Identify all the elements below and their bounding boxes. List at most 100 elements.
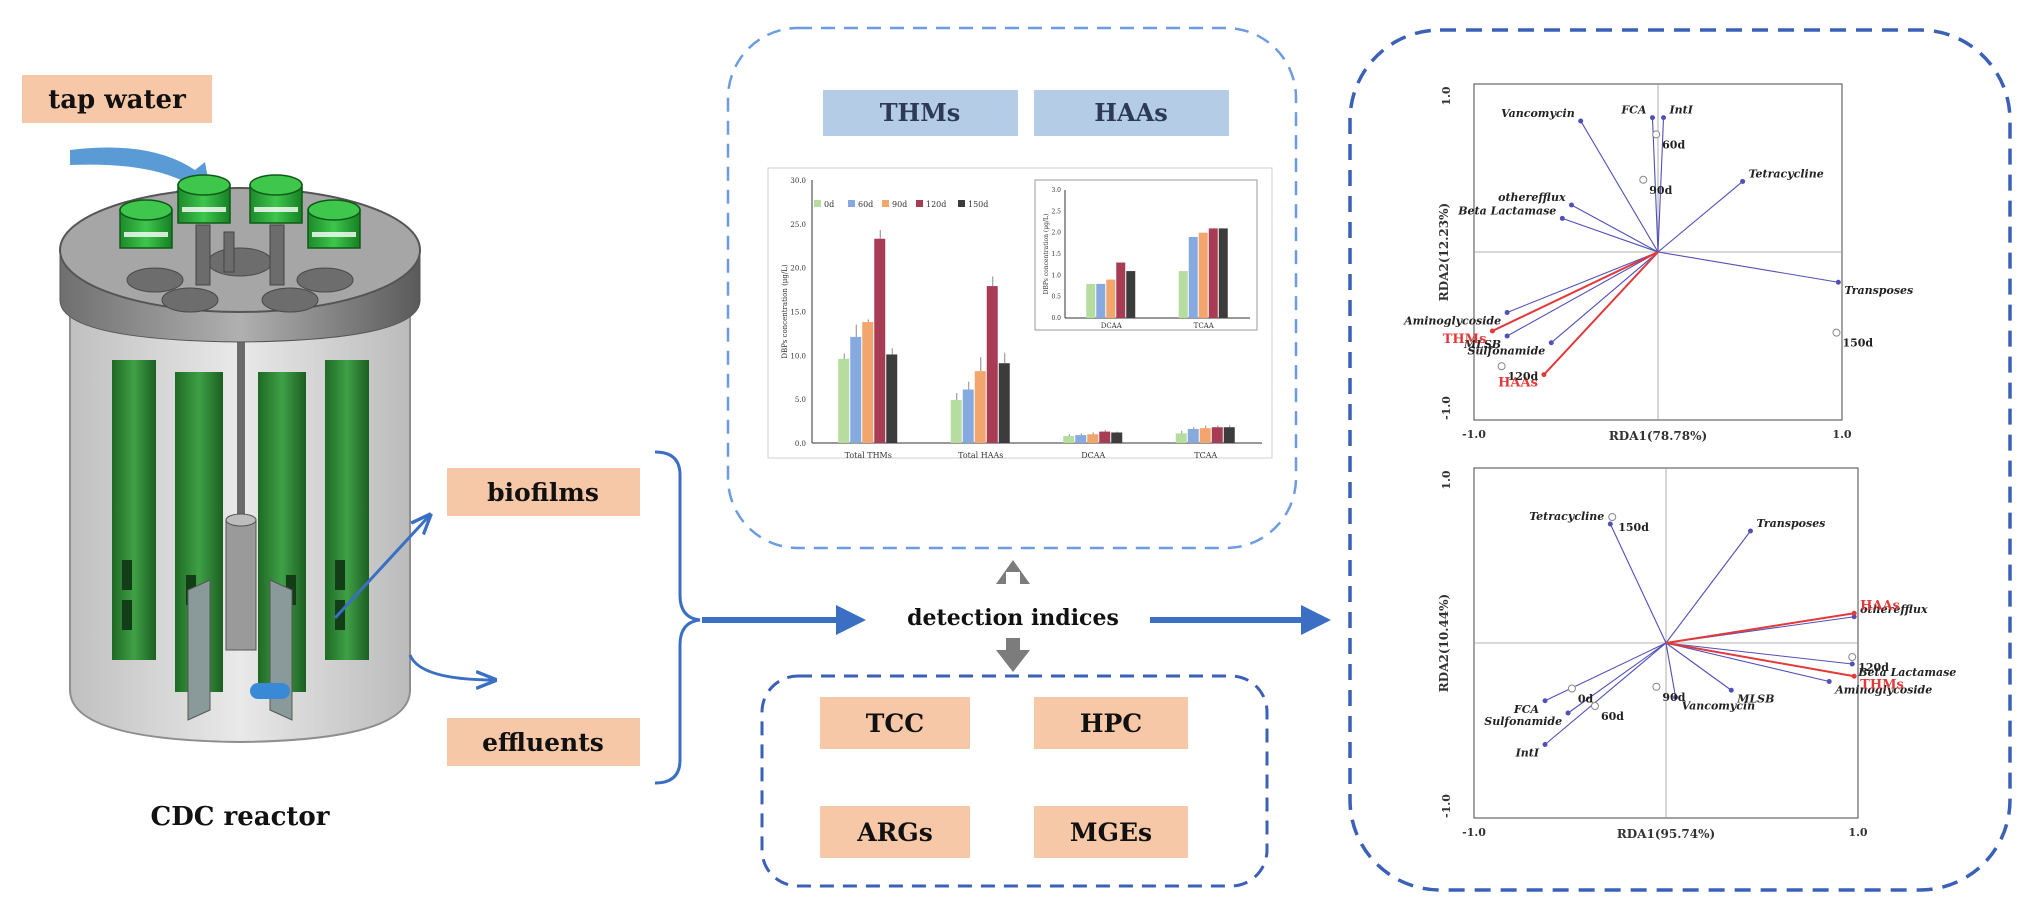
rda-x-axis-label: RDA1(78.78%): [1609, 429, 1707, 443]
bar: [1111, 432, 1123, 443]
rda-vector-label: Tetracycline: [1529, 510, 1604, 523]
inset-y-tick: 1.5: [1051, 251, 1061, 258]
rda-vector: [1543, 251, 1659, 376]
rda-vector-label: Sulfonamide: [1467, 345, 1545, 358]
legend-swatch: [958, 200, 965, 207]
rda-vector: [1665, 642, 1677, 698]
rda-vector: [1651, 117, 1659, 253]
rda-vector-label: Beta Lactamase: [1857, 666, 1956, 679]
up-arrow: [996, 560, 1030, 584]
bar: [1087, 434, 1099, 443]
rda-vector-tip: [1565, 710, 1571, 716]
bar: [850, 336, 862, 443]
biofilms-label: biofilms: [487, 478, 599, 507]
legend-label: 150d: [968, 200, 988, 209]
rda-vector-tip: [1826, 679, 1832, 684]
rda-vector: [1571, 204, 1659, 253]
rda-vector-tip: [1649, 115, 1655, 121]
rda-vector: [1665, 642, 1830, 683]
rda-x-tick: -1.0: [1462, 428, 1486, 441]
rda-vector-tip: [1504, 333, 1510, 339]
rda-sample-label: 150d: [1618, 521, 1649, 534]
rda-vector-tip: [1504, 309, 1510, 315]
rda-vector-tip: [1851, 610, 1857, 616]
args-box: [820, 806, 970, 858]
bar: [874, 238, 886, 443]
rda-vector: [1562, 217, 1659, 253]
rda-vector: [1665, 530, 1751, 644]
rda-y-tick: -1.0: [1440, 794, 1453, 818]
rda-vector-tip: [1578, 118, 1584, 124]
rda-vector-tip: [1673, 694, 1679, 700]
inset-bar: [1096, 283, 1106, 318]
rda-vector-tip: [1542, 742, 1548, 747]
rda-vector-tip: [1747, 528, 1753, 534]
mges-label: MGEs: [1070, 818, 1152, 847]
detection-label: detection indices: [907, 605, 1119, 631]
category-label: Total THMs: [845, 451, 892, 460]
rda-vector-label: Aminoglycoside: [1834, 684, 1932, 697]
rda-sample-label: 60d: [1662, 138, 1685, 151]
rda-vector: [1665, 612, 1855, 644]
rda-vector-label: HAAs: [1498, 376, 1538, 391]
effluents-box: [447, 718, 640, 766]
effluents-label: effluents: [482, 728, 604, 757]
bar: [1063, 435, 1075, 443]
bar: [1211, 427, 1223, 443]
rda-vector-label: IntI: [1669, 104, 1694, 117]
rda-vector: [1665, 642, 1853, 665]
biofilms-box: [447, 468, 640, 516]
rda-sample-label: 150d: [1842, 337, 1873, 350]
rda-vector: [1657, 117, 1665, 253]
inset-category-label: TCAA: [1194, 322, 1215, 330]
tcc-box: [820, 697, 970, 749]
bar: [1223, 427, 1235, 443]
rda-y-axis-label: RDA2(12.23%): [1437, 203, 1451, 301]
args-label: ARGs: [856, 818, 933, 847]
hpc-box: [1034, 697, 1188, 749]
rda-vector: [1550, 251, 1659, 344]
y-tick-label: 10.0: [790, 352, 806, 360]
rda-vector: [1506, 251, 1659, 337]
legend-label: 60d: [858, 200, 873, 209]
rda-sample-point: [1567, 684, 1576, 693]
rda-y-tick: -1.0: [1440, 396, 1453, 420]
rda-vector-tip: [1569, 202, 1575, 208]
tap-water-arrow: [70, 147, 212, 200]
rda-vector: [1506, 251, 1659, 313]
haas-tab-label: HAAs: [1094, 98, 1167, 127]
rda-sample-point: [1652, 130, 1661, 139]
inset-bar: [1116, 262, 1126, 318]
thms-tab: [823, 90, 1018, 136]
thms-tab-label: THMs: [880, 98, 961, 127]
bar: [1187, 428, 1199, 443]
rda-vector-label: Vancomycin: [1501, 107, 1575, 120]
y-tick-label: 30.0: [790, 177, 806, 185]
inset-bar: [1208, 228, 1218, 318]
rda-vector-label: Vancomycin: [1682, 699, 1756, 712]
rda-vector-label: Sulfonamide: [1484, 715, 1562, 728]
biofilms-arrow: [333, 515, 430, 620]
rda-vector-tip: [1728, 687, 1734, 693]
rda-sample-label: 120d: [1508, 370, 1539, 383]
bar: [1075, 435, 1087, 443]
y-tick-label: 5.0: [795, 396, 806, 404]
rda-vector-tip: [1661, 115, 1667, 121]
rda-vector-tip: [1489, 328, 1495, 334]
rda-vector-tip: [1851, 673, 1857, 679]
tap-water-label: tap water: [48, 85, 186, 115]
reactor-section: tap water: [22, 75, 640, 832]
bar: [998, 363, 1010, 443]
rda-sample-label: 0d: [1578, 693, 1594, 706]
mges-box: [1034, 806, 1188, 858]
bar: [862, 322, 874, 443]
y-tick-label: 20.0: [790, 265, 806, 273]
inset-bar: [1178, 271, 1188, 318]
bar: [886, 354, 898, 443]
bracket: [654, 450, 701, 785]
legend-label: 120d: [926, 200, 946, 209]
